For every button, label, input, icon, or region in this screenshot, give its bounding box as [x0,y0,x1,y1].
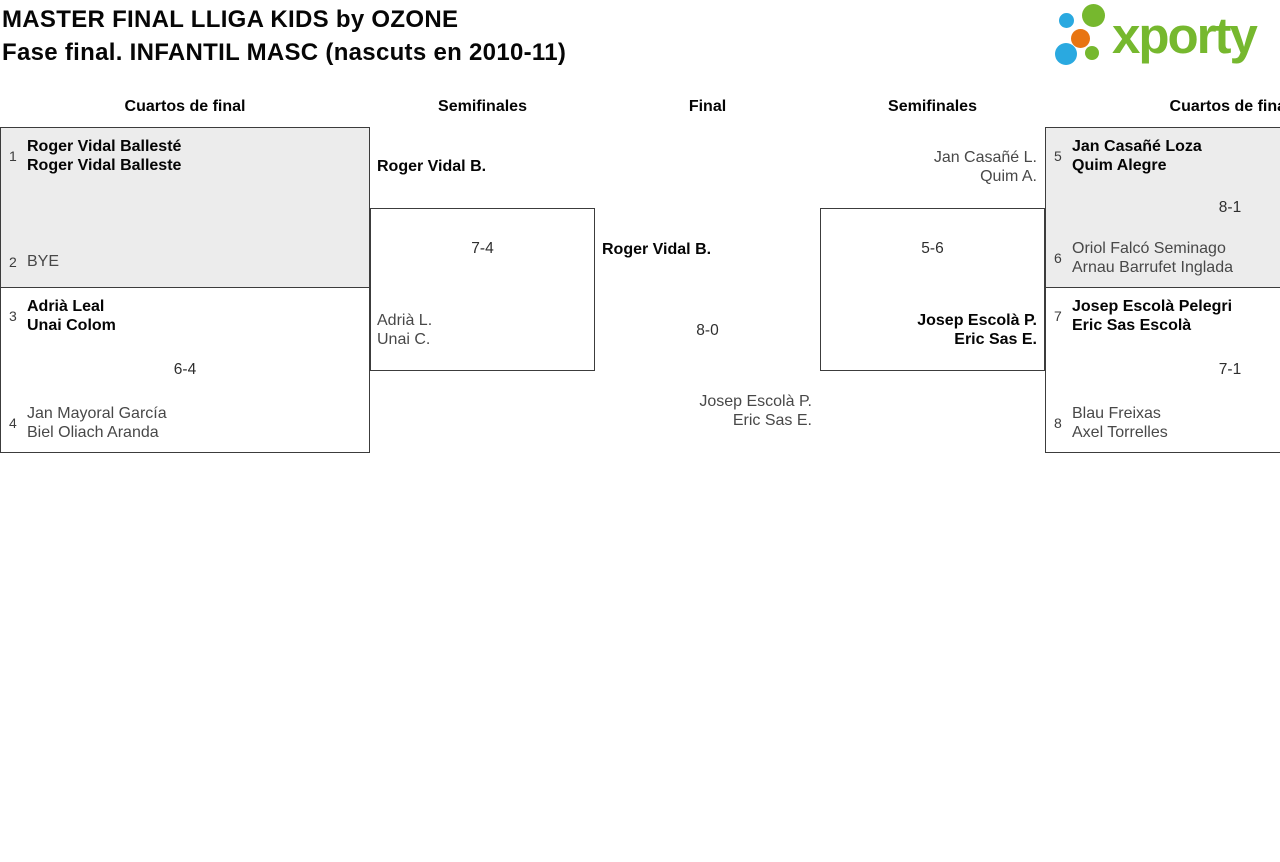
round-header-semifinals-left: Semifinales [438,98,527,115]
player-name: Arnau Barrufet Inglada [1072,259,1233,276]
final-runnerup-team: Josep Escolà P. Eric Sas E. [699,392,812,430]
logo-dot-icon [1071,29,1090,48]
match-slot-top: 3 Adrià Leal Unai Colom [1,297,116,335]
match-slot-top: 5 Jan Casañé Loza Quim Alegre [1046,137,1202,175]
match-score: 8-0 [696,322,719,339]
page-title: MASTER FINAL LLIGA KIDS by OZONE Fase fi… [2,3,566,69]
round-header-semifinals-right: Semifinales [888,98,977,115]
player-name: Quim A. [980,168,1037,185]
semifinal-left-top-team: Roger Vidal B. [377,157,486,176]
title-line-2: Fase final. INFANTIL MASC (nascuts en 20… [2,39,567,66]
semifinal-left-bottom-team: Adrià L. Unai C. [377,311,432,349]
match-score: 5-6 [921,240,944,257]
match-score: 7-1 [1218,361,1242,378]
player-name: Biel Oliach Aranda [27,424,159,441]
match-slot-top: 7 Josep Escolà Pelegri Eric Sas Escolà [1046,297,1232,335]
player-name: Jan Casañé Loza [1072,138,1202,155]
player-name: Unai Colom [27,317,116,334]
player-name: Jan Mayoral García [27,405,167,422]
player-name: Oriol Falcó Seminago [1072,240,1226,257]
player-name: Roger Vidal Balleste [27,157,182,174]
logo-wordmark: xporty [1112,7,1258,64]
match-slot-bottom: 2 BYE [1,252,59,271]
player-name: Eric Sas Escolà [1072,317,1192,334]
match-slot-bottom: 8 Blau Freixas Axel Torrelles [1046,404,1168,442]
player-name: Blau Freixas [1072,405,1161,422]
semifinal-right-top-team: Jan Casañé L. Quim A. [934,148,1037,186]
match-semifinal-right-box [820,208,1045,371]
player-name: Unai C. [377,331,431,348]
seed-number: 5 [1054,148,1062,164]
seed-number: 6 [1054,250,1062,266]
match-slot-bottom: 4 Jan Mayoral García Biel Oliach Aranda [1,404,167,442]
player-name: Eric Sas E. [732,412,812,429]
logo-dot-icon [1059,13,1074,28]
round-header-quarterfinals-left: Cuartos de final [124,98,246,115]
player-name: Roger Vidal Ballesté [27,138,182,155]
seed-number: 8 [1054,415,1062,431]
round-header-final: Final [688,98,727,115]
player-name: Axel Torrelles [1072,424,1168,441]
seed-number: 1 [9,148,17,164]
logo-dot-icon [1055,43,1077,65]
player-name: Roger Vidal B. [377,158,487,175]
player-name: Adrià L. [377,312,433,329]
player-name: Eric Sas E. [954,331,1037,348]
player-name: Josep Escolà P. [699,393,812,410]
player-name: Adrià Leal [27,298,105,315]
match-score: 8-1 [1218,198,1242,216]
logo-dot-icon [1085,46,1099,60]
player-name: Jan Casañé L. [933,149,1037,166]
xporty-logo[interactable]: xporty [1050,0,1280,76]
final-winner-team: Roger Vidal B. [602,240,711,259]
match-quarterfinal-1: 1 Roger Vidal Ballesté Roger Vidal Balle… [0,127,370,288]
match-slot-bottom: 6 Oriol Falcó Seminago Arnau Barrufet In… [1046,239,1233,277]
seed-number: 2 [9,253,17,270]
match-quarterfinal-2: 3 Adrià Leal Unai Colom 6-4 4 Jan Mayora… [0,288,370,453]
match-semifinal-left-box [370,208,595,371]
player-name: Josep Escolà Pelegri [1072,298,1233,315]
player-name: BYE [27,253,60,270]
semifinal-right-bottom-team: Josep Escolà P. Eric Sas E. [917,311,1037,349]
round-header-quarterfinals-right: Cuartos de final [1169,98,1280,115]
match-quarterfinal-4: 7 Josep Escolà Pelegri Eric Sas Escolà 7… [1045,288,1280,453]
player-name: Josep Escolà P. [917,312,1037,329]
title-line-1: MASTER FINAL LLIGA KIDS by OZONE [2,6,459,33]
seed-number: 4 [9,415,17,431]
match-score: 7-4 [471,240,494,257]
logo-dot-icon [1082,4,1105,27]
match-score: 6-4 [173,361,197,378]
seed-number: 3 [9,308,17,324]
player-name: Roger Vidal B. [602,241,712,258]
player-name: Quim Alegre [1072,157,1167,174]
match-slot-top: 1 Roger Vidal Ballesté Roger Vidal Balle… [1,137,181,175]
seed-number: 7 [1054,308,1062,324]
match-quarterfinal-3: 5 Jan Casañé Loza Quim Alegre 8-1 6 Orio… [1045,127,1280,288]
